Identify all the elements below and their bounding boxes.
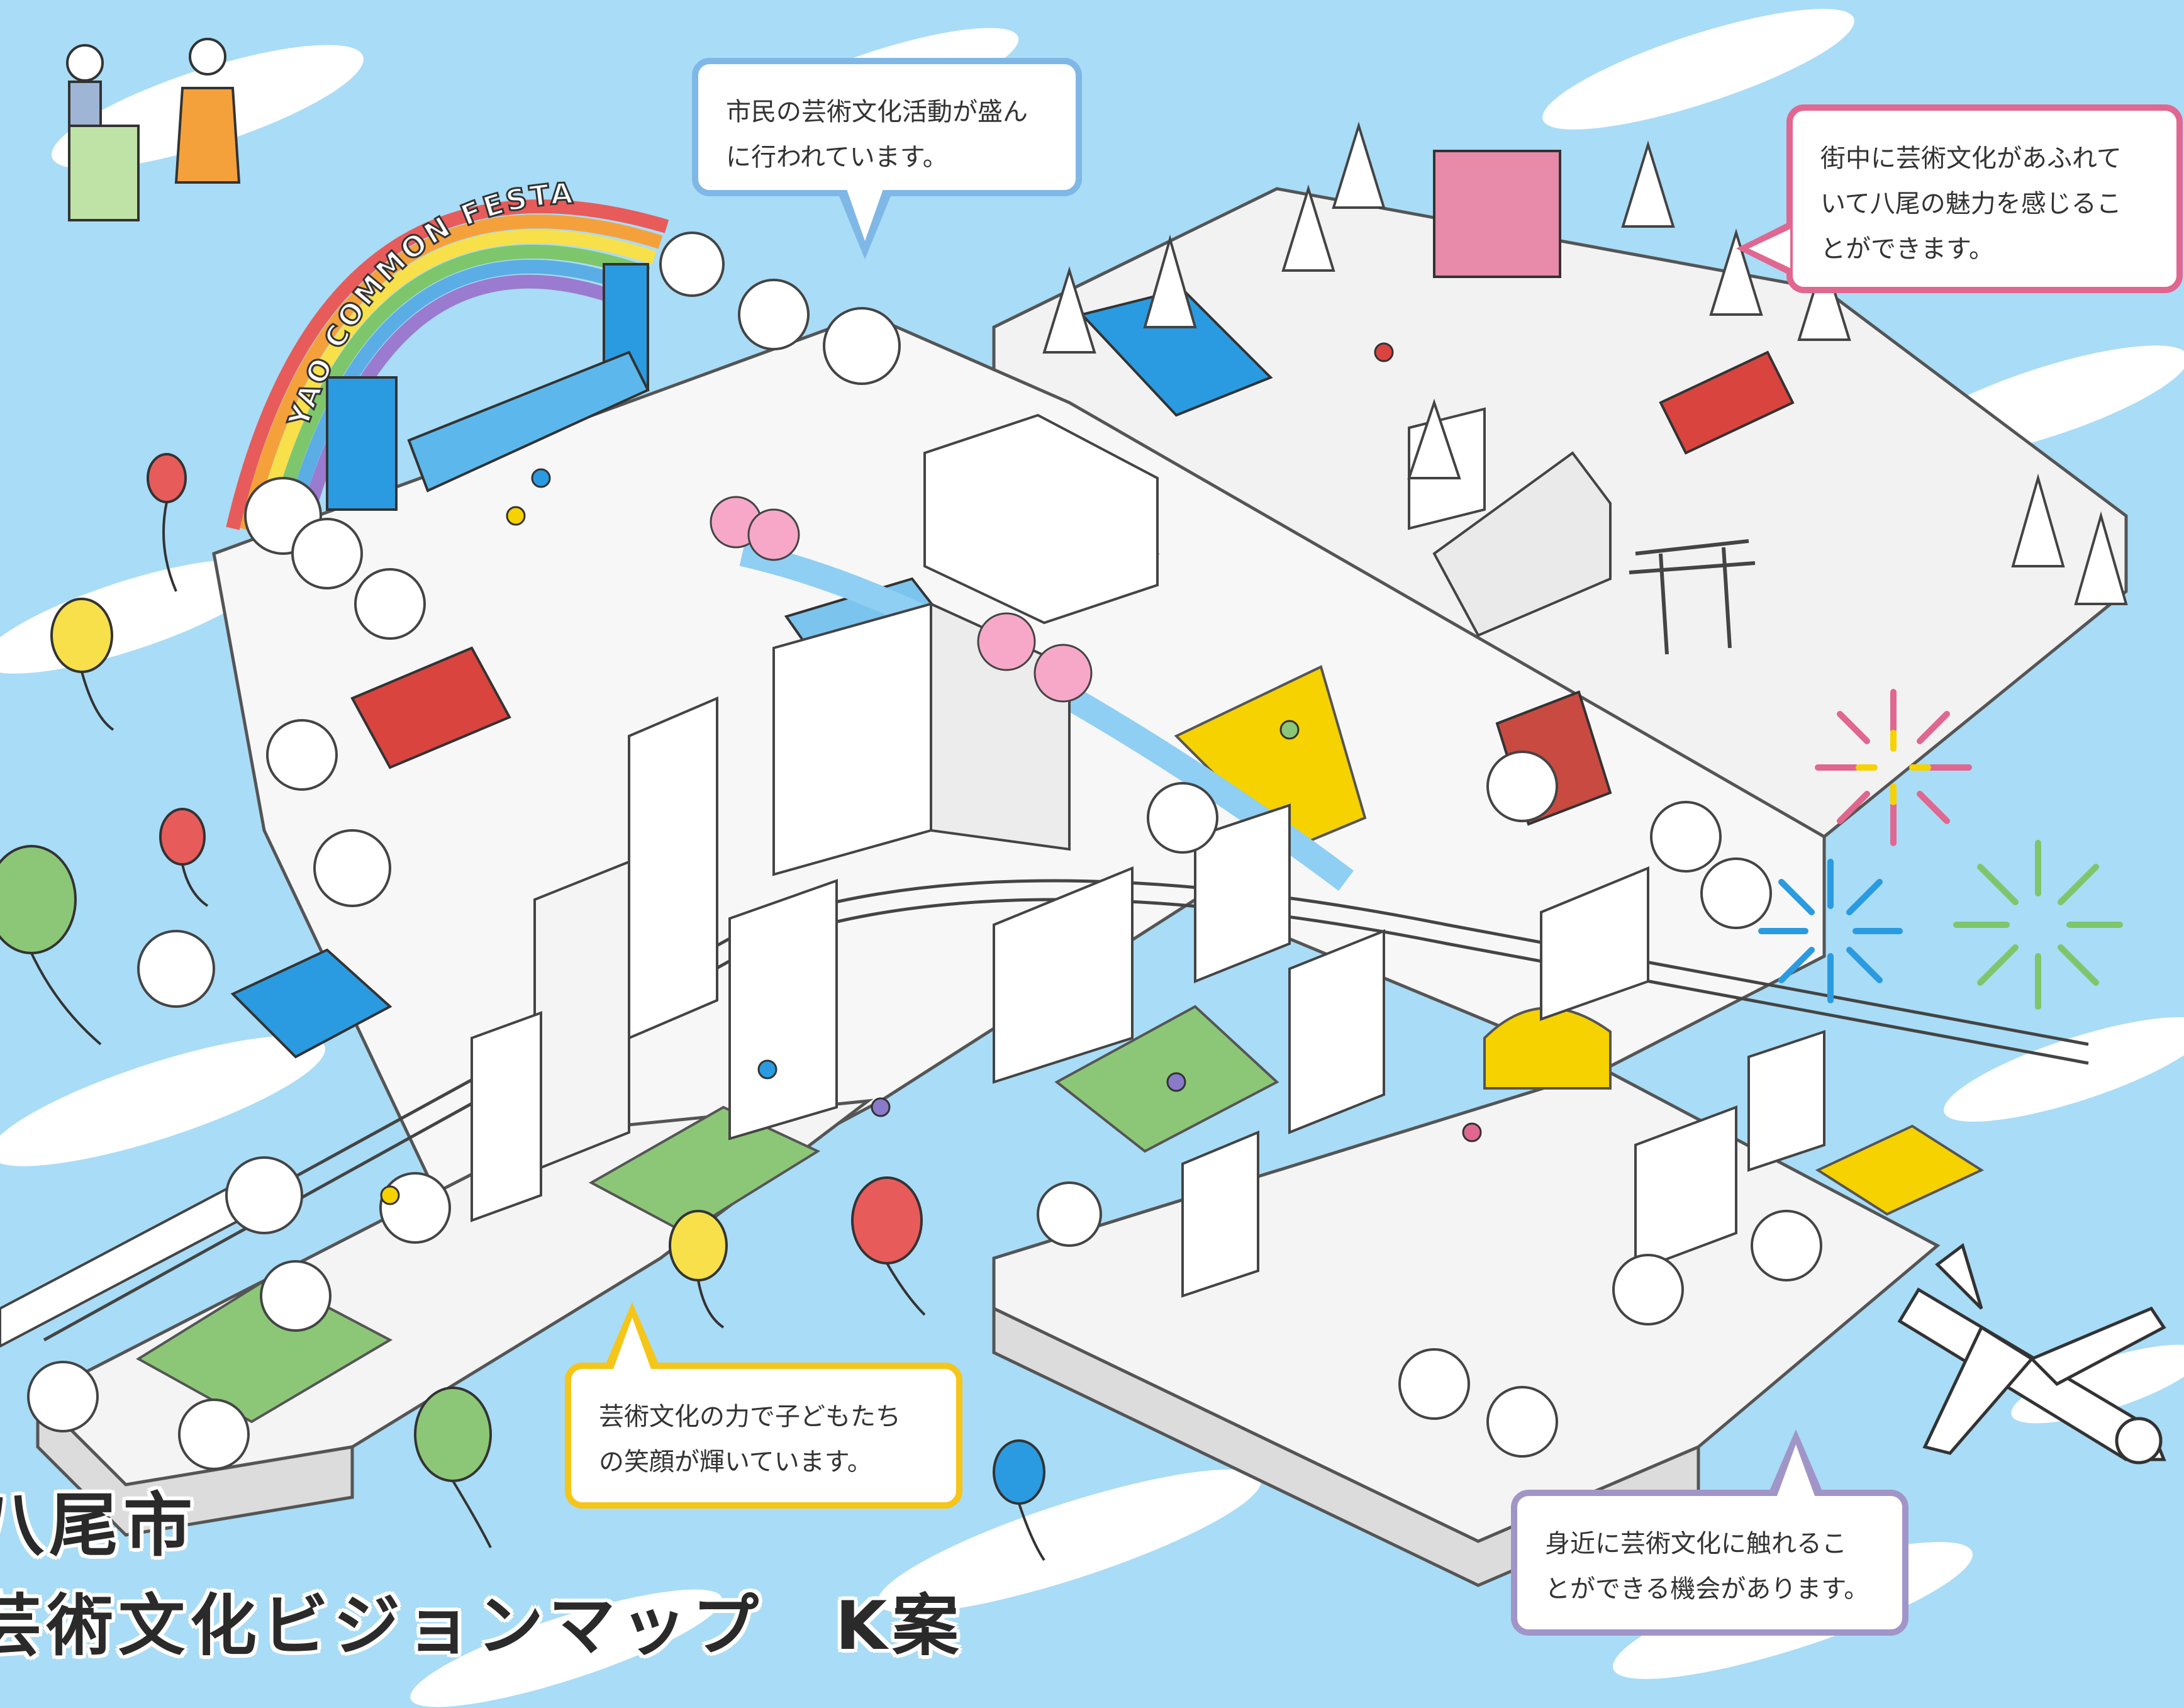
trees <box>27 121 2128 1470</box>
speech-bubble-children: 芸術文化の力で子どもたち の笑顔が輝いています。 <box>565 1363 962 1509</box>
tree-icon <box>1612 1254 1684 1326</box>
tree-icon <box>1042 266 1096 354</box>
speech-bubble-charm: 街中に芸術文化があふれて いて八尾の魅力を感じるこ とができます。 <box>1786 104 2183 293</box>
cloud-icon <box>1944 1017 2184 1122</box>
building-icon <box>923 413 1159 625</box>
tree-icon <box>2074 511 2128 605</box>
building-icon <box>1288 929 1385 1134</box>
tree-icon <box>1650 801 1722 873</box>
tree-icon <box>1147 782 1218 854</box>
building-icon <box>728 879 838 1141</box>
bubble-tail <box>613 1317 651 1369</box>
bubble-line: 芸術文化の力で子どもたち <box>599 1402 901 1431</box>
building-icon <box>1634 1105 1737 1273</box>
tree-icon <box>1486 751 1558 822</box>
tree-icon <box>1486 1386 1558 1458</box>
tree-icon <box>313 829 391 907</box>
family-figure <box>66 38 241 221</box>
cloud-icon <box>410 1589 722 1707</box>
building-icon <box>993 866 1134 1084</box>
tree-icon <box>379 1172 451 1244</box>
rainbow-icon <box>226 199 669 537</box>
tree-icon <box>354 568 426 640</box>
tree-icon <box>27 1361 99 1432</box>
bubble-tail <box>1749 229 1790 268</box>
fireworks <box>1758 689 2123 1010</box>
tree-icon <box>1797 254 1851 341</box>
tree-icon <box>1281 184 1335 272</box>
bubble-line: の笑顔が輝いています。 <box>599 1448 872 1476</box>
bubble-tail <box>1777 1444 1815 1496</box>
tree-icon <box>178 1398 250 1470</box>
tree-icon <box>1037 1181 1102 1247</box>
balloon-icon <box>0 845 77 954</box>
lawns <box>136 1005 1279 1424</box>
tree-icon <box>738 279 810 350</box>
balloon-icon <box>414 1387 492 1482</box>
building-icon <box>1181 1130 1259 1298</box>
stairs <box>1432 451 1612 637</box>
speech-bubble-opportunity: 身近に芸術文化に触れるこ とができる機会があります。 <box>1511 1490 1908 1636</box>
bubble-line: 身近に芸術文化に触れるこ <box>1545 1529 1847 1558</box>
balloon-icon <box>147 453 187 503</box>
tree-icon <box>260 1260 332 1332</box>
building-icon <box>628 696 718 1041</box>
bubble-line: 街中に芸術文化があふれて <box>1820 144 2122 173</box>
bubble-line: に行われています。 <box>726 143 948 172</box>
balloons <box>0 453 1045 1561</box>
tree-icon <box>1332 121 1386 209</box>
speech-bubble-activity: 市民の芸術文化活動が盛ん に行われています。 <box>692 58 1082 196</box>
tree-icon <box>1407 398 1461 479</box>
cloud-icon <box>1542 9 1854 130</box>
building-icon <box>471 1011 542 1222</box>
tree-icon <box>1751 1210 1822 1281</box>
people <box>380 342 1482 1205</box>
building-icon <box>1747 1030 1825 1172</box>
balloon-icon <box>993 1439 1045 1505</box>
balloon-icon <box>50 598 113 673</box>
tree-icon <box>1398 1348 1470 1420</box>
firework-icon <box>1815 689 1972 846</box>
building-icon <box>772 602 932 876</box>
cherry-trees <box>710 496 1093 703</box>
bubble-line: いて八尾の魅力を感じるこ <box>1820 189 2122 218</box>
airplane-icon <box>1897 1242 2166 1465</box>
cloud-icon <box>878 1469 1261 1614</box>
firework-icon <box>1758 859 1903 1003</box>
map-title-line2: 芸術文化ビジョンマップ K案 <box>0 1587 964 1665</box>
firework-icon <box>1856 730 1931 805</box>
bubble-line: とができる機会があります。 <box>1545 1575 1869 1604</box>
tree-icon <box>1621 140 1675 228</box>
torii-gate <box>1629 539 1756 655</box>
tree-icon <box>1700 857 1772 929</box>
bubble-tail <box>846 187 884 241</box>
building-icon <box>1194 803 1291 983</box>
firework-icon <box>1953 840 2123 1010</box>
tree-icon <box>291 518 363 589</box>
balloon-icon <box>159 808 206 866</box>
building-icon <box>1540 866 1649 1021</box>
tree-icon <box>659 232 725 297</box>
tree-icon <box>1143 234 1197 328</box>
tree-icon <box>225 1156 303 1234</box>
tree-icon <box>137 930 215 1008</box>
buildings <box>471 407 1825 1298</box>
tree-icon <box>823 307 901 385</box>
balloon-icon <box>669 1210 728 1281</box>
tree-icon <box>2011 473 2065 567</box>
bubble-line: 市民の芸術文化活動が盛ん <box>726 98 1028 126</box>
red-stage <box>350 150 1795 826</box>
balloon-icon <box>851 1176 923 1264</box>
bubble-line: とができます。 <box>1820 235 1994 264</box>
map-title-line1: 八尾市 <box>0 1485 198 1566</box>
tree-icon <box>266 719 338 791</box>
cloud-icon <box>0 1035 325 1166</box>
